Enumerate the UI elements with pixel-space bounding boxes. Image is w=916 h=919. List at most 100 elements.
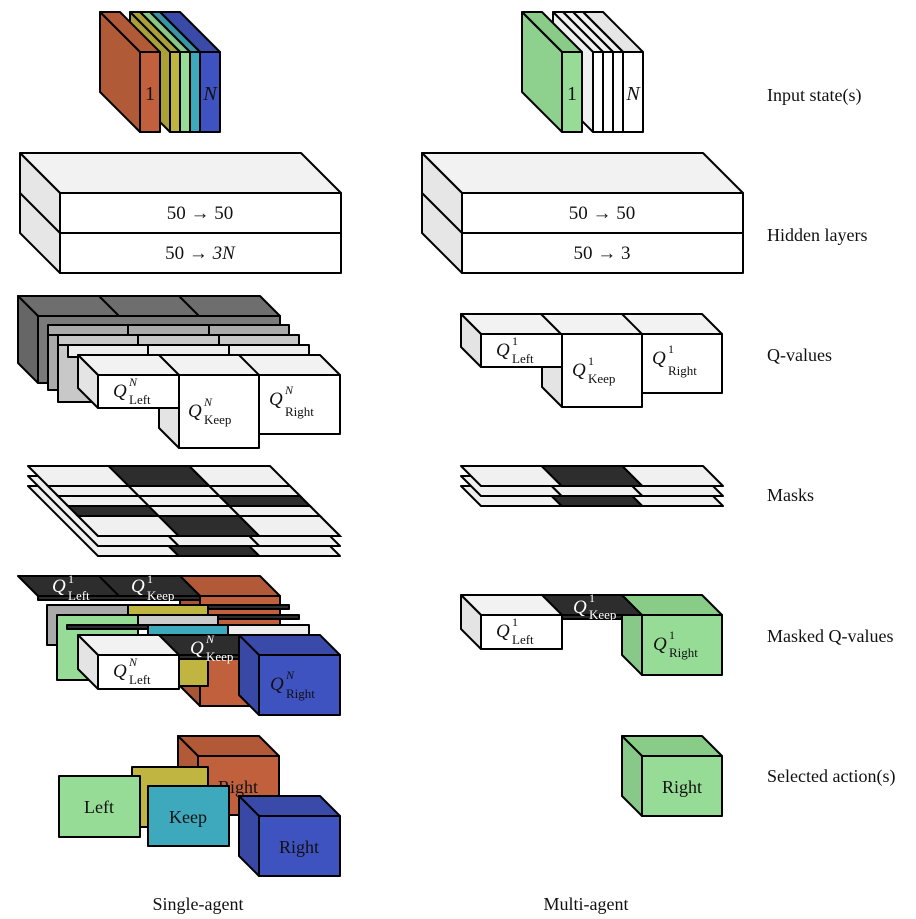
mask-cell-masked: [65, 505, 162, 517]
single-agent-masked-q-values: Q 1 Left Q 1 Keep Q: [17, 572, 341, 716]
input-index-first: 1: [145, 83, 155, 105]
row-label-selected-actions: Selected action(s): [767, 766, 895, 787]
mask-cell-open: [126, 485, 222, 497]
svg-text:N: N: [203, 395, 213, 409]
svg-text:Right: Right: [279, 837, 319, 857]
q-keep-cell: [178, 374, 260, 449]
input-slab-1: [99, 11, 161, 133]
svg-text:Q: Q: [190, 638, 204, 659]
svg-text:N: N: [128, 375, 138, 389]
mask-layer-1: [460, 465, 724, 487]
mask-cell-open: [146, 505, 242, 517]
svg-text:1: 1: [588, 354, 594, 368]
svg-text:N: N: [285, 668, 295, 682]
column-label-single-agent: Single-agent: [153, 894, 244, 914]
svg-text:Q: Q: [270, 674, 284, 695]
svg-text:Q: Q: [573, 597, 587, 618]
multi-agent-input-stack: 1 N: [521, 11, 644, 133]
svg-text:Left: Left: [129, 672, 151, 687]
svg-text:1: 1: [68, 572, 74, 586]
svg-text:Q: Q: [188, 401, 202, 422]
hidden-layer-1-label: 50 → 50: [167, 203, 234, 224]
mask-cell-open: [621, 465, 724, 487]
q-right-cell: [641, 333, 723, 394]
mask-cell-open: [45, 485, 142, 497]
svg-text:Right: Right: [668, 363, 697, 378]
svg-text:Keep: Keep: [204, 412, 231, 427]
row-label-input: Input state(s): [767, 85, 861, 106]
mask-strip-agent-3: [55, 495, 313, 507]
mask-cell-open: [206, 485, 303, 497]
svg-text:Left: Left: [129, 392, 151, 407]
input-slab-1: [521, 11, 583, 133]
svg-text:N: N: [128, 655, 138, 669]
q-left-label: Q 1 Left: [496, 334, 534, 366]
q-keep-label: Q 1 Keep: [572, 354, 615, 386]
svg-text:1: 1: [512, 615, 518, 629]
single-agent-input-stack: 1 N: [99, 11, 221, 133]
mask-cell-open: [55, 495, 152, 507]
masked-q-right-cell: [641, 614, 723, 676]
svg-text:Q: Q: [496, 340, 510, 361]
svg-text:Q: Q: [113, 381, 127, 402]
input-index-last: N: [625, 83, 641, 105]
row-label-masked-q-values: Masked Q-values: [767, 626, 893, 646]
svg-text:Q: Q: [572, 360, 586, 381]
mask-cell-open: [236, 515, 343, 537]
svg-text:Q: Q: [496, 621, 510, 642]
svg-text:Right: Right: [669, 645, 698, 660]
selected-action-agent-4: Keep: [147, 785, 230, 847]
single-agent-selected-actions: Right Left Keep Right: [58, 735, 341, 877]
svg-text:Q: Q: [52, 576, 66, 597]
single-agent-hidden-layers: 50 → 50 50 → 3N: [19, 152, 342, 274]
selected-action-label: Right: [662, 777, 702, 797]
masked-agent-n: Q N Keep Q N Left Q N Right: [77, 632, 341, 716]
hidden-layer-2-label: 50 → 3: [574, 243, 631, 264]
svg-text:Left: Left: [68, 588, 90, 603]
multi-agent-masked-q-values: Q 1 Keep Q 1 Left Q 1 Right: [460, 591, 723, 676]
svg-text:Keep: Keep: [147, 588, 174, 603]
svg-text:Q: Q: [653, 634, 667, 655]
svg-text:N: N: [205, 632, 215, 646]
svg-text:Q: Q: [652, 348, 666, 369]
row-label-hidden: Hidden layers: [767, 225, 867, 245]
q-right-cell: [258, 374, 341, 435]
q-keep-label: Q N Keep: [188, 395, 231, 427]
mask-cell-masked: [216, 495, 313, 507]
single-agent-q-values: Q N Left Q N Keep Q N Right: [17, 295, 341, 449]
mask-strip-agent-2: [45, 485, 303, 497]
masked-agent-4: [66, 624, 310, 636]
svg-text:1: 1: [589, 591, 595, 605]
selected-action-agent-3: Left: [58, 775, 141, 838]
svg-text:Keep: Keep: [588, 371, 615, 386]
svg-text:Left: Left: [512, 351, 534, 366]
mask-cell-open: [136, 495, 232, 507]
svg-text:Q: Q: [113, 661, 127, 682]
svg-text:1: 1: [669, 628, 675, 642]
single-agent-masks: [27, 465, 343, 557]
q-keep-cell: [561, 333, 643, 408]
svg-text:Left: Left: [512, 632, 534, 647]
svg-text:1: 1: [147, 572, 153, 586]
svg-text:Q: Q: [131, 576, 145, 597]
svg-text:Keep: Keep: [206, 649, 233, 664]
svg-text:Left: Left: [84, 797, 114, 817]
hidden-layer-2: [461, 232, 744, 274]
row-label-masks: Masks: [767, 485, 814, 505]
multi-agent-selected-action: Right: [621, 735, 723, 817]
svg-text:Keep: Keep: [169, 807, 207, 827]
input-index-last: N: [202, 83, 218, 105]
svg-text:Right: Right: [286, 686, 315, 701]
mask-strip-agent-n: [75, 515, 343, 537]
mask-strip-agent-4: [65, 505, 323, 517]
row-label-q-values: Q-values: [767, 345, 832, 365]
mask-cell-open: [226, 505, 323, 517]
q-left-cell: [97, 374, 180, 409]
multi-agent-masks: [460, 465, 724, 507]
svg-text:1: 1: [668, 342, 674, 356]
svg-text:Q: Q: [269, 389, 283, 410]
q-right-label: Q N Right: [269, 383, 314, 419]
hidden-layer-1-label: 50 → 50: [569, 203, 636, 224]
multi-agent-hidden-layers: 50 → 50 50 → 3: [421, 152, 744, 274]
